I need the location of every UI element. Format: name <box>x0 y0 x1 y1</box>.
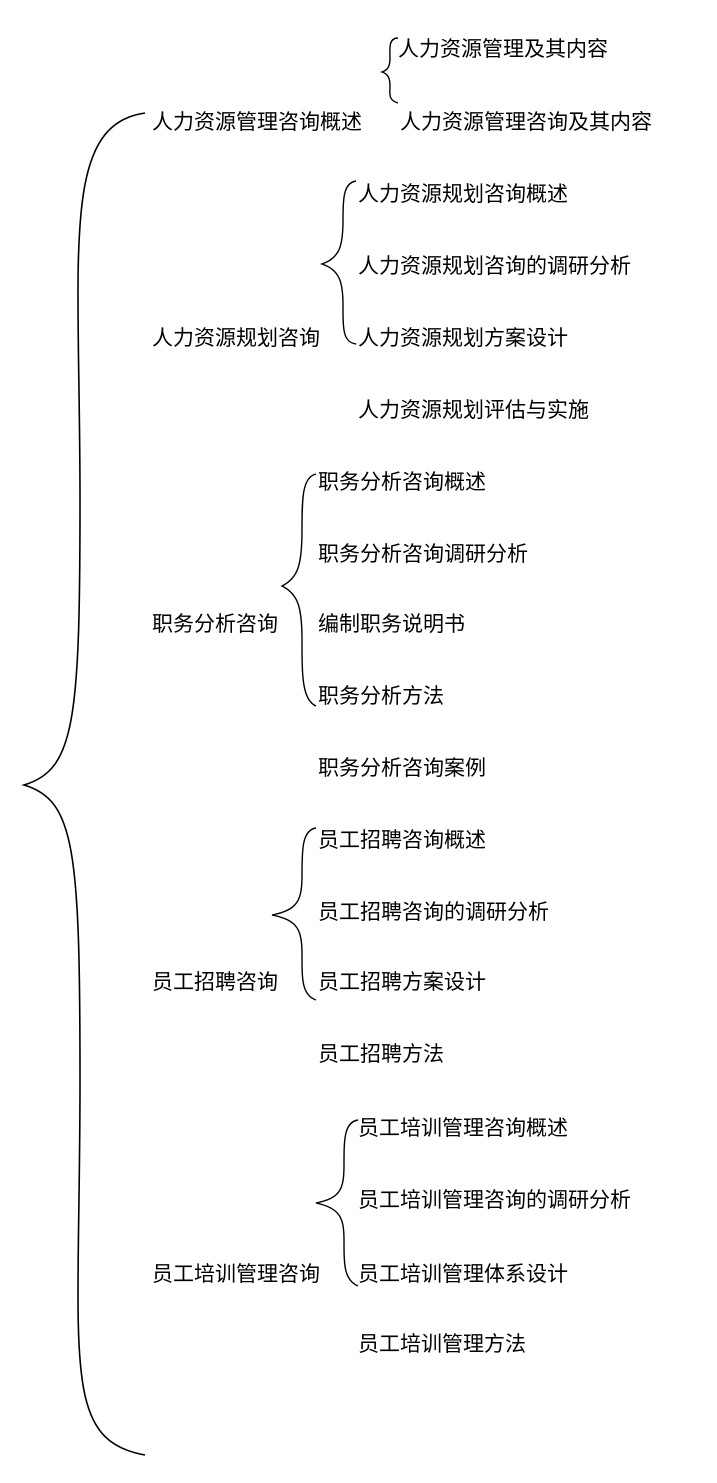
section-title-overview: 人力资源管理咨询概述 <box>152 110 362 134</box>
item-recruitment-2: 员工招聘咨询的调研分析 <box>318 900 549 924</box>
item-planning-2: 人力资源规划咨询的调研分析 <box>358 254 631 278</box>
item-overview-1: 人力资源管理及其内容 <box>398 37 608 61</box>
item-recruitment-1: 员工招聘咨询概述 <box>318 828 486 852</box>
brace-section-2 <box>319 180 357 345</box>
item-planning-1: 人力资源规划咨询概述 <box>358 182 568 206</box>
item-training-3: 员工培训管理体系设计 <box>358 1262 568 1286</box>
brace-section-5 <box>315 1119 359 1287</box>
item-job-analysis-2: 职务分析咨询调研分析 <box>318 542 528 566</box>
brace-section-3 <box>280 473 317 707</box>
section-title-planning: 人力资源规划咨询 <box>152 326 320 350</box>
item-planning-3: 人力资源规划方案设计 <box>358 326 568 350</box>
item-training-1: 员工培训管理咨询概述 <box>358 1116 568 1140</box>
section-title-recruitment: 员工招聘咨询 <box>152 970 278 994</box>
item-job-analysis-3: 编制职务说明书 <box>318 612 465 636</box>
item-planning-4: 人力资源规划评估与实施 <box>358 398 589 422</box>
item-recruitment-3: 员工招聘方案设计 <box>318 970 486 994</box>
item-training-2: 员工培训管理咨询的调研分析 <box>358 1188 631 1212</box>
item-overview-2: 人力资源管理咨询及其内容 <box>400 110 652 134</box>
item-job-analysis-4: 职务分析方法 <box>318 684 444 708</box>
section-title-job-analysis: 职务分析咨询 <box>152 612 278 636</box>
brace-section-4 <box>271 827 317 1001</box>
section-title-training: 员工培训管理咨询 <box>152 1262 320 1286</box>
item-job-analysis-5: 职务分析咨询案例 <box>318 756 486 780</box>
outer-brace <box>21 112 146 1456</box>
item-job-analysis-1: 职务分析咨询概述 <box>318 470 486 494</box>
brace-section-1 <box>379 37 399 104</box>
item-recruitment-4: 员工招聘方法 <box>318 1042 444 1066</box>
item-training-4: 员工培训管理方法 <box>358 1332 526 1356</box>
